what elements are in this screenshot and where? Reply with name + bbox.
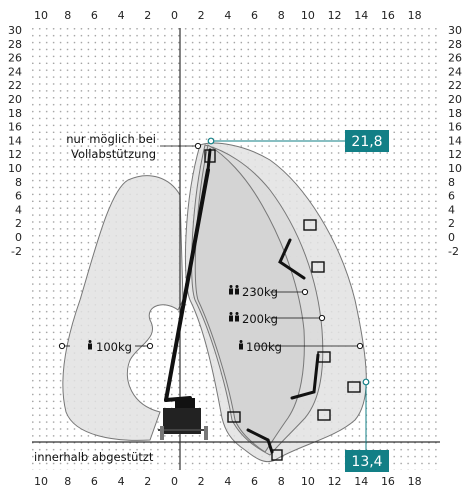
x-tick-label: 12	[328, 9, 342, 22]
svg-text:21,8: 21,8	[351, 134, 382, 150]
x-tick-label: 10	[34, 9, 48, 22]
y-tick-label: 16	[448, 121, 462, 134]
x-tick-label: 2	[144, 475, 151, 488]
y-tick-label: 12	[8, 148, 22, 161]
x-tick-label: 2	[198, 9, 205, 22]
x-tick-label: 2	[144, 9, 151, 22]
x-tick-label: 10	[34, 475, 48, 488]
y-tick-label: 14	[8, 134, 22, 147]
x-tick-label: 4	[118, 475, 125, 488]
x-tick-label: 8	[64, 475, 71, 488]
y-tick-label: 20	[448, 93, 462, 106]
x-tick-label: 16	[381, 475, 395, 488]
y-tick-label: 12	[448, 148, 462, 161]
person-icon	[88, 285, 243, 350]
y-tick-label: 26	[8, 52, 22, 65]
y-tick-label: 24	[8, 65, 22, 78]
x-ticks-bottom: 10 8 6 4 2 0 2 4 6 8 10 12 14 16 18	[34, 475, 422, 488]
y-tick-label: 14	[448, 134, 462, 147]
y-tick-label: 6	[448, 190, 455, 203]
y-tick-label: -2	[448, 245, 459, 258]
x-tick-label: 18	[408, 475, 422, 488]
y-tick-label: 18	[8, 107, 22, 120]
y-tick-label: 22	[448, 79, 462, 92]
basket-icons	[204, 149, 361, 461]
x-tick-label: 2	[198, 475, 205, 488]
x-tick-label: 16	[381, 9, 395, 22]
x-tick-label: 18	[408, 9, 422, 22]
leader-lines	[62, 145, 360, 347]
boom	[164, 148, 320, 454]
bottom-note: innerhalb abgestützt	[34, 450, 154, 464]
y-tick-label: 20	[8, 93, 22, 106]
x-tick-label: 12	[328, 475, 342, 488]
x-tick-label: 14	[354, 475, 368, 488]
y-tick-label: 0	[15, 231, 22, 244]
y-tick-label: 24	[448, 65, 462, 78]
y-tick-label: 2	[448, 217, 455, 230]
x-tick-label: 8	[64, 9, 71, 22]
y-tick-label: 10	[8, 162, 22, 175]
x-tick-label: 6	[91, 475, 98, 488]
y-tick-label: 0	[448, 231, 455, 244]
svg-text:13,4: 13,4	[351, 454, 382, 470]
max-height-callout: 21,8	[345, 130, 389, 152]
y-tick-label: 8	[15, 176, 22, 189]
x-tick-label: 8	[278, 475, 285, 488]
load-label-100-right: 100kg	[246, 340, 282, 354]
y-tick-label: 22	[8, 79, 22, 92]
x-ticks-top: 10 8 6 4 2 0 2 4 6 8 10 12 14 16 18	[34, 9, 422, 22]
x-tick-label: 6	[91, 9, 98, 22]
y-tick-label: 6	[15, 190, 22, 203]
note-line-1: nur möglich bei	[66, 132, 156, 146]
y-tick-label: 28	[8, 38, 22, 51]
load-label-100-left: 100kg	[96, 340, 132, 354]
x-tick-label: 8	[278, 9, 285, 22]
y-tick-label: 2	[15, 217, 22, 230]
x-tick-label: 14	[354, 9, 368, 22]
note-line-2: Vollabstützung	[71, 147, 156, 161]
x-tick-label: 6	[251, 9, 258, 22]
left-envelope	[62, 175, 184, 441]
y-tick-label: 4	[448, 203, 455, 216]
y-tick-label: 30	[448, 24, 462, 37]
y-tick-label: 10	[448, 162, 462, 175]
y-tick-label: 30	[8, 24, 22, 37]
y-tick-label: 28	[448, 38, 462, 51]
x-tick-label: 0	[171, 475, 178, 488]
y-tick-label: 18	[448, 107, 462, 120]
x-tick-label: 10	[301, 475, 315, 488]
callout-leaders	[211, 140, 367, 450]
x-tick-label: 6	[251, 475, 258, 488]
x-tick-label: 4	[118, 9, 125, 22]
leader-dots	[58, 142, 364, 350]
x-tick-label: 4	[224, 9, 231, 22]
x-tick-label: 4	[224, 475, 231, 488]
right-envelope-inner	[194, 144, 305, 453]
load-label-230: 230kg	[242, 285, 278, 299]
y-tick-label: 16	[8, 121, 22, 134]
vehicle-chassis	[158, 398, 208, 440]
y-tick-label: 8	[448, 176, 455, 189]
max-reach-callout: 13,4	[345, 450, 389, 472]
y-tick-label: -2	[11, 245, 22, 258]
y-tick-label: 4	[15, 203, 22, 216]
y-tick-label: 26	[448, 52, 462, 65]
load-label-200: 200kg	[242, 312, 278, 326]
x-tick-label: 0	[171, 9, 178, 22]
x-tick-label: 10	[301, 9, 315, 22]
